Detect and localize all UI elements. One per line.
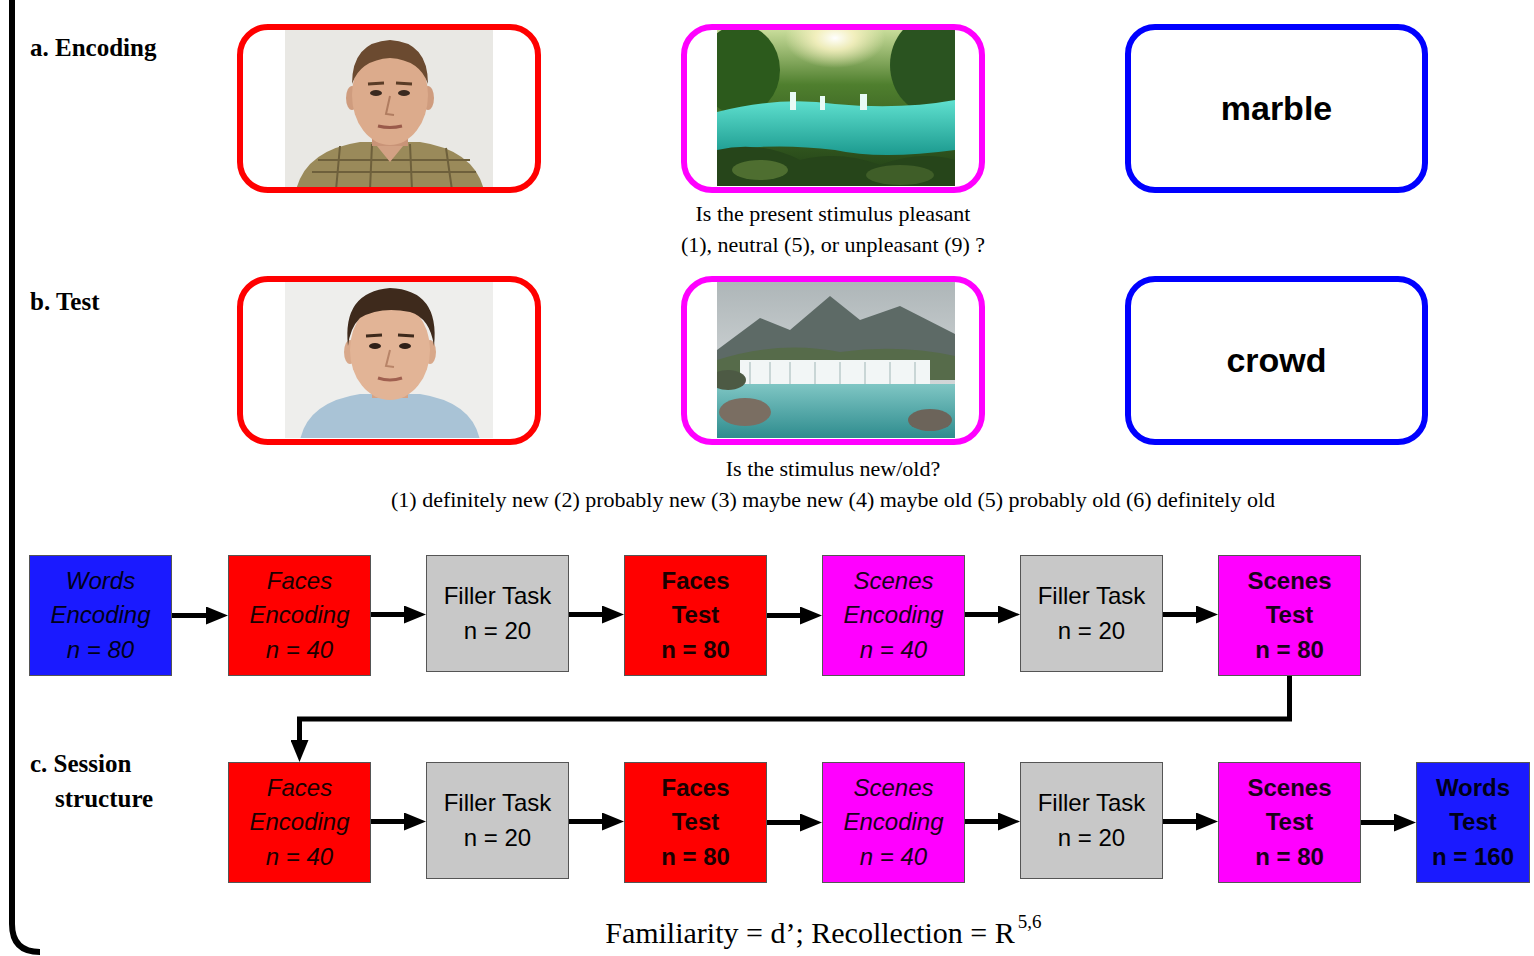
trial-count: n = 80 [661,840,730,874]
stimulus-word: crowd [1226,341,1326,380]
stimulus-word: marble [1221,89,1333,128]
flow-arrow [965,612,1008,617]
word-box: marble [1125,24,1428,193]
face-photo [285,282,493,438]
flow-arrow [1361,820,1404,825]
panel-label: b. Test [30,284,99,319]
word-box: crowd [1125,276,1428,445]
trial-count: n = 80 [1255,840,1324,874]
session-step-box: Faces Encodingn = 40 [228,555,371,676]
session-step-box: Faces Testn = 80 [624,555,767,676]
panel-label: c. Session structure [30,746,205,816]
step-name: Words Encoding [43,564,158,632]
trial-count: n = 40 [860,840,927,874]
flow-arrow [1163,612,1206,617]
step-name: Filler Task [444,579,552,613]
trial-count: n = 20 [464,614,531,648]
step-name: Filler Task [1038,579,1146,613]
trial-count: n = 160 [1432,840,1514,874]
session-step-box: Scenes Encodingn = 40 [822,762,965,883]
step-name: Faces Encoding [242,564,357,632]
flow-arrow [371,612,414,617]
flow-arrow [569,819,612,824]
face-frame [240,279,538,442]
step-name: Faces Test [638,564,753,632]
frame-line [12,0,40,952]
step-name: Scenes Test [1232,771,1347,839]
flow-arrow [1163,819,1206,824]
trial-count: n = 80 [67,633,134,667]
scene-frame [684,27,982,190]
flow-arrow [767,820,810,825]
step-name: Faces Encoding [242,771,357,839]
trial-count: n = 20 [464,821,531,855]
instruction-text: Is the stimulus new/old? [726,454,940,485]
flow-arrow [371,819,414,824]
step-name: Scenes Test [1232,564,1347,632]
session-step-box: Words Encodingn = 80 [29,555,172,676]
session-step-box: Faces Testn = 80 [624,762,767,883]
step-name: Faces Test [638,771,753,839]
step-name: Scenes Encoding [836,564,951,632]
session-step-box: Faces Encodingn = 40 [228,762,371,883]
session-step-box: Scenes Encodingn = 40 [822,555,965,676]
flow-arrow [300,676,1290,750]
trial-count: n = 80 [1255,633,1324,667]
session-step-box: Filler Taskn = 20 [426,555,569,672]
trial-count: n = 40 [266,840,333,874]
flow-arrow [965,819,1008,824]
session-step-box: Filler Taskn = 20 [1020,762,1163,879]
trial-count: n = 40 [860,633,927,667]
instruction-text: Is the present stimulus pleasant (1), ne… [573,199,1093,261]
step-name: Words Test [1425,771,1521,839]
face-frame [240,27,538,190]
session-step-box: Words Testn = 160 [1416,762,1530,883]
trial-count: n = 20 [1058,614,1125,648]
trial-count: n = 20 [1058,821,1125,855]
step-name: Scenes Encoding [836,771,951,839]
session-step-box: Scenes Testn = 80 [1218,762,1361,883]
flow-arrow [172,613,216,618]
reference-superscript: 5,6 [1018,912,1042,933]
step-name: Filler Task [1038,786,1146,820]
scene-frame [684,279,982,442]
session-step-box: Filler Taskn = 20 [426,762,569,879]
face-photo [285,30,493,188]
trial-count: n = 80 [661,633,730,667]
session-step-box: Filler Taskn = 20 [1020,555,1163,672]
trial-count: n = 40 [266,633,333,667]
panel-label: a. Encoding [30,30,156,65]
step-name: Filler Task [444,786,552,820]
scene-photo [717,30,955,186]
flow-arrow [767,613,810,618]
scene-photo [717,282,955,438]
caption: Familiarity = d’; Recollection = R [605,916,1015,949]
instruction-text: (1) definitely new (2) probably new (3) … [391,485,1275,516]
session-step-box: Scenes Testn = 80 [1218,555,1361,676]
flow-arrow [569,612,612,617]
